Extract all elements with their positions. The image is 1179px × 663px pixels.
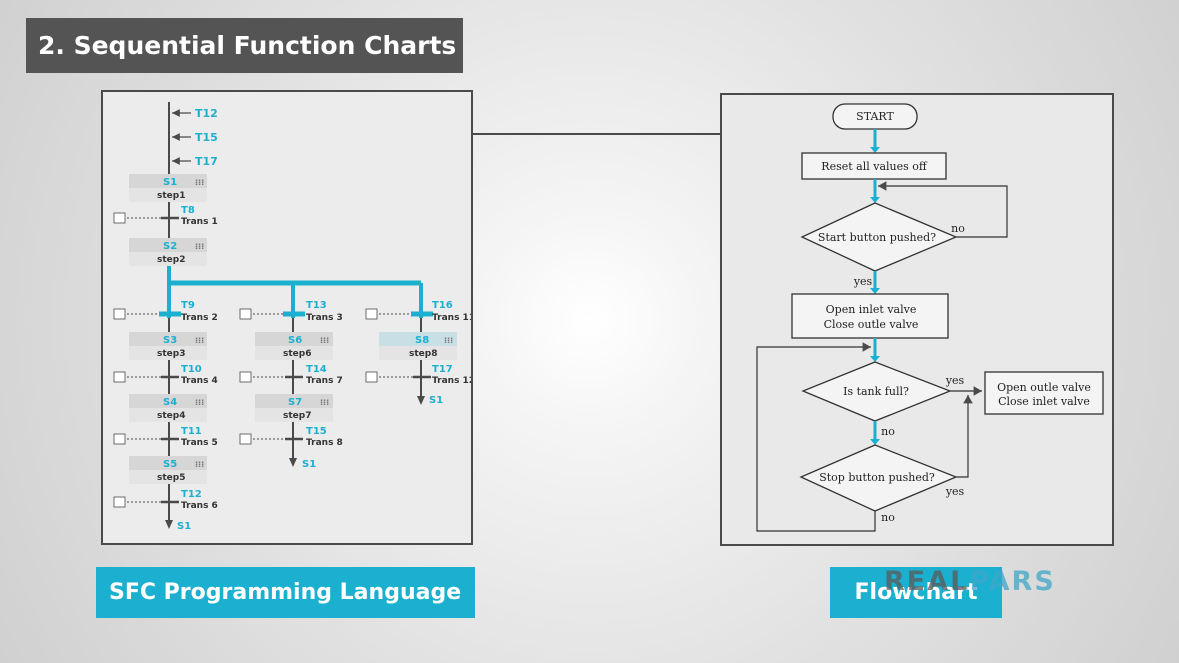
slide-title: 2. Sequential Function Charts [26, 18, 463, 73]
flowchart-yes-label-1: yes [853, 275, 873, 288]
sfc-step-s4-id: S4 [163, 397, 177, 408]
flowchart-open-inlet-line1: Open inlet valve [826, 303, 917, 316]
sfc-step-grid-icon: ⁝⁝⁝ [195, 178, 204, 187]
flowchart-reset-label: Reset all values off [821, 160, 928, 173]
sfc-transition-t10-name: Trans 4 [181, 376, 218, 386]
flowchart-start-label: START [856, 110, 894, 123]
sfc-step-s7-id: S7 [288, 397, 302, 408]
sfc-step-s6-name: step6 [283, 349, 311, 359]
sfc-transition-t9-name: Trans 2 [181, 313, 218, 323]
sfc-transition-t9-id: T9 [181, 300, 195, 311]
sfc-transition-t14-id: T14 [306, 364, 327, 375]
sfc-jump-s1-c: S1 [429, 395, 443, 406]
flowchart-no-label-1: no [951, 222, 965, 235]
sfc-transition-t10-id: T10 [181, 364, 202, 375]
sfc-transition-t12-name: Trans 6 [181, 501, 218, 511]
flowchart-open-outlet-line2: Close inlet valve [998, 395, 1090, 408]
flowchart-no-label-3: no [881, 511, 895, 524]
sfc-transition-t12-id: T12 [181, 489, 202, 500]
svg-text:⁝⁝⁝: ⁝⁝⁝ [444, 336, 453, 345]
svg-text:⁝⁝⁝: ⁝⁝⁝ [320, 398, 329, 407]
flowchart-open-inlet-node [791, 293, 949, 339]
sfc-transition-t15-id: T15 [306, 426, 327, 437]
svg-text:⁝⁝⁝: ⁝⁝⁝ [195, 336, 204, 345]
flowchart-open-inlet-line2: Close outle valve [824, 318, 919, 331]
sfc-transition-t16-id: T16 [432, 300, 453, 311]
sfc-transition-t16-name: Trans 11 [432, 313, 471, 323]
sfc-transition-t15-name: Trans 8 [306, 438, 343, 448]
sfc-step-s8-id: S8 [415, 335, 429, 346]
sfc-step-s2-id: S2 [163, 241, 177, 252]
sfc-transition-t8-name: Trans 1 [181, 217, 218, 227]
realpars-logo: REALPARS [884, 566, 1056, 597]
svg-text:⁝⁝⁝: ⁝⁝⁝ [195, 460, 204, 469]
sfc-step-s8-name: step8 [409, 349, 437, 359]
flowchart-start-decision-label: Start button pushed? [818, 231, 936, 244]
sfc-incoming-t17: T17 [195, 155, 218, 168]
sfc-step-s1-id: S1 [163, 177, 177, 188]
flowchart-open-outlet-line1: Open outle valve [997, 381, 1091, 394]
sfc-step-s5-id: S5 [163, 459, 177, 470]
flowchart-no-label-2: no [881, 425, 895, 438]
sfc-transition-t8-id: T8 [181, 205, 195, 216]
panel-connector-line [473, 133, 720, 135]
sfc-step-s3-name: step3 [157, 349, 185, 359]
sfc-step-s2-name: step2 [157, 255, 185, 265]
svg-text:⁝⁝⁝: ⁝⁝⁝ [195, 242, 204, 251]
sfc-step-s7-name: step7 [283, 411, 311, 421]
sfc-transition-t11-name: Trans 5 [181, 438, 218, 448]
sfc-step-s3-id: S3 [163, 335, 177, 346]
sfc-transition-t13-id: T13 [306, 300, 327, 311]
sfc-jump-s1-b: S1 [302, 459, 316, 470]
sfc-step-s4-name: step4 [157, 411, 185, 421]
sfc-transition-t14-name: Trans 7 [306, 376, 343, 386]
sfc-step-s6-id: S6 [288, 335, 302, 346]
flowchart-caption: Flowchart [830, 567, 1002, 618]
flowchart-yes-label-2: yes [945, 374, 965, 387]
sfc-caption: SFC Programming Language [96, 567, 475, 618]
flowchart-yes-label-3: yes [945, 485, 965, 498]
flowchart-diagram: START Reset all values off Start button … [756, 103, 1104, 532]
sfc-diagram: T12 T15 T17 S1 step1 ⁝⁝⁝ T8 Trans 1 S2 s… [113, 102, 471, 532]
sfc-transition-t17-name: Trans 12 [432, 376, 471, 386]
sfc-transition-t13-name: Trans 3 [306, 313, 343, 323]
sfc-step-s1-name: step1 [157, 191, 185, 201]
sfc-incoming-t12: T12 [195, 107, 218, 120]
flowchart-stop-decision-label: Stop button pushed? [819, 471, 935, 484]
sfc-step-s5-name: step5 [157, 473, 185, 483]
flowchart-open-outlet-node [984, 371, 1104, 415]
sfc-incoming-t15: T15 [195, 131, 218, 144]
sfc-transition-t11-id: T11 [181, 426, 202, 437]
sfc-jump-s1-a: S1 [177, 521, 191, 532]
svg-text:⁝⁝⁝: ⁝⁝⁝ [320, 336, 329, 345]
sfc-transition-t17-id: T17 [432, 364, 453, 375]
svg-text:⁝⁝⁝: ⁝⁝⁝ [195, 398, 204, 407]
sfc-diagram-panel: T12 T15 T17 S1 step1 ⁝⁝⁝ T8 Trans 1 S2 s… [101, 90, 473, 545]
flowchart-panel: START Reset all values off Start button … [720, 93, 1114, 546]
flowchart-tank-decision-label: Is tank full? [843, 385, 909, 398]
